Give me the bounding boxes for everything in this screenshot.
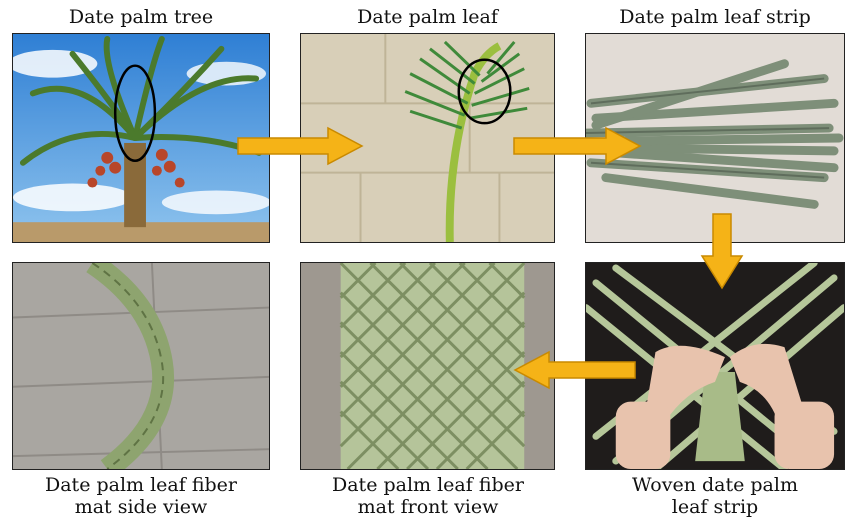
label-woven-line1: Woven date palm (585, 474, 845, 496)
arrow-tree-to-leaf-icon (236, 126, 364, 166)
label-woven-line2: leaf strip (585, 496, 845, 518)
label-fiber-mat-front-view: Date palm leaf fiber mat front view (292, 474, 564, 518)
label-date-palm-leaf-strip: Date palm leaf strip (585, 6, 845, 28)
label-side-line1: Date palm leaf fiber (4, 474, 278, 496)
arrow-leaf-to-strip-icon (512, 126, 642, 166)
label-date-palm-leaf: Date palm leaf (300, 6, 555, 28)
label-side-line2: mat side view (4, 496, 278, 518)
label-front-line1: Date palm leaf fiber (292, 474, 564, 496)
arrow-strip-to-woven-icon (700, 212, 744, 290)
fiber-mat-side-view-image (12, 262, 270, 470)
date-palm-tree-image (12, 33, 270, 243)
label-fiber-mat-side-view: Date palm leaf fiber mat side view (4, 474, 278, 518)
arrow-woven-to-front-icon (513, 350, 637, 390)
label-date-palm-tree: Date palm tree (12, 6, 270, 28)
label-woven-leaf-strip: Woven date palm leaf strip (585, 474, 845, 518)
label-front-line2: mat front view (292, 496, 564, 518)
